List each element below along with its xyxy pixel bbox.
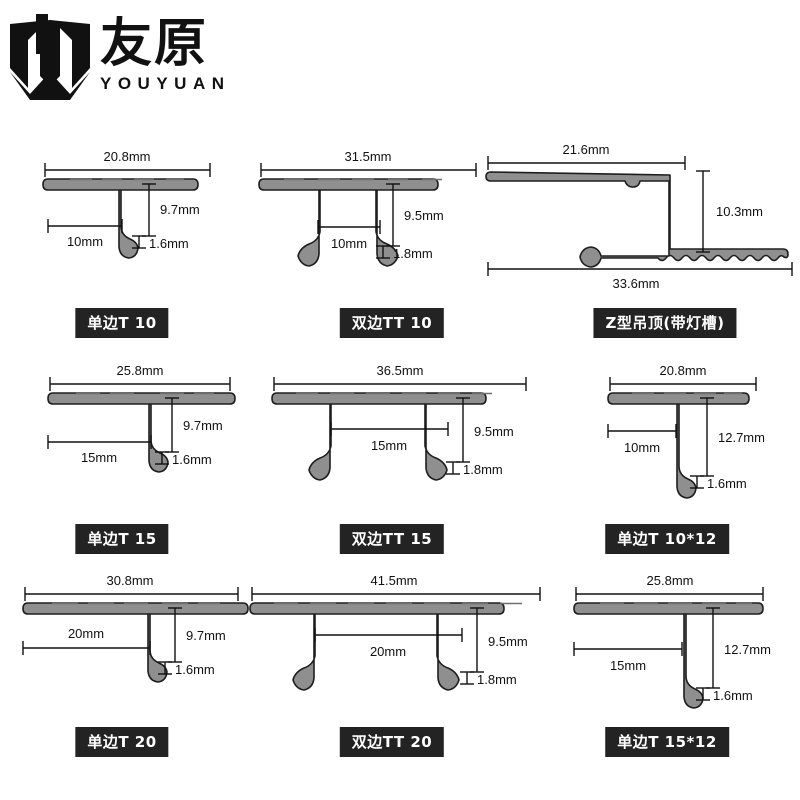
profile-shape [258, 178, 442, 267]
profile-label-z-xing-diao-ding: Z型吊顶(带灯槽) [593, 308, 737, 338]
profile-card-dan-bian-t-15-12: 25.8mm 12.7mm 15mm 1.6m [558, 572, 798, 722]
dimension-height-text: 9.5mm [488, 634, 528, 649]
dimension-bottom-text: 33.6mm [613, 276, 660, 291]
profile-label-dan-bian-t-20: 单边T 20 [75, 727, 169, 757]
dimension-height [470, 607, 484, 673]
dimension-span-text: 10mm [331, 236, 367, 251]
dimension-width [49, 377, 231, 391]
dimension-flange [573, 642, 683, 656]
dimension-width-text: 20.8mm [660, 363, 707, 378]
dimension-thickness [158, 661, 172, 675]
dimension-thickness-text: 1.8mm [477, 672, 517, 687]
dimension-width-text: 25.8mm [117, 363, 164, 378]
dimension-thickness [446, 461, 460, 475]
dimension-thickness [155, 451, 169, 465]
profile-shape [271, 392, 492, 481]
dimension-width-text: 30.8mm [107, 573, 154, 588]
dimension-height [700, 397, 714, 477]
profile-card-shuang-bian-tt-10: 31.5mm 9.5mm 10mm 1.8mm [248, 148, 488, 288]
dimension-flange [607, 424, 677, 438]
dimension-span [317, 220, 381, 234]
dimension-width [251, 587, 541, 601]
dimension-thickness-text: 1.6mm [175, 662, 215, 677]
profile-shape [485, 171, 789, 268]
dimension-height-text: 9.5mm [404, 208, 444, 223]
dimension-height [165, 397, 179, 453]
dimension-height-text: 9.5mm [474, 424, 514, 439]
profile-shape [22, 602, 249, 683]
dimension-width [273, 377, 527, 391]
dimension-height-text: 9.7mm [183, 418, 223, 433]
profile-label-dan-bian-t-10-12: 单边T 10*12 [605, 524, 729, 554]
dimension-width [24, 587, 239, 601]
dimension-flange-text: 10mm [67, 234, 103, 249]
dimension-height-text: 10.3mm [716, 204, 763, 219]
profile-label-shuang-bian-tt-10: 双边TT 10 [339, 308, 445, 338]
brand-name-en: YOUYUAN [100, 74, 231, 93]
dimension-height-text: 12.7mm [718, 430, 765, 445]
dimension-span-text: 20mm [370, 644, 406, 659]
dimension-height [706, 607, 720, 689]
profile-card-dan-bian-t-15: 25.8mm 9.7mm 15mm 1.6mm [10, 362, 240, 502]
dimension-width [609, 377, 757, 391]
dimension-span [314, 628, 463, 642]
dimension-flange-text: 20mm [68, 626, 104, 641]
dimension-height-text: 12.7mm [724, 642, 771, 657]
dimension-thickness-text: 1.6mm [149, 236, 189, 251]
profile-label-shuang-bian-tt-20: 双边TT 20 [339, 727, 445, 757]
dimension-flange [47, 219, 123, 233]
dimension-thickness-text: 1.6mm [172, 452, 212, 467]
dimension-thickness [690, 475, 704, 489]
dimension-top [487, 156, 686, 170]
dimension-thickness-text: 1.8mm [463, 462, 503, 477]
dimension-width-text: 41.5mm [371, 573, 418, 588]
dimension-flange [22, 641, 151, 655]
profile-card-dan-bian-t-10-12: 20.8mm 12.7mm 10mm 1.6m [558, 362, 798, 512]
dimension-width-text: 20.8mm [104, 149, 151, 164]
dimension-height [168, 607, 182, 663]
dimension-flange-text: 15mm [610, 658, 646, 673]
dimension-thickness [376, 245, 390, 259]
profile-card-dan-bian-t-10: 20.8mm 9.7mm 10mm [10, 148, 240, 288]
dimension-thickness [132, 235, 146, 249]
dimension-thickness-text: 1.6mm [707, 476, 747, 491]
dimension-height-text: 9.7mm [160, 202, 200, 217]
profile-card-shuang-bian-tt-15: 36.5mm 9.5mm 15mm 1.8mm [258, 362, 538, 502]
dimension-width-text: 36.5mm [377, 363, 424, 378]
brand-logo: 友原 YOUYUAN [8, 6, 228, 106]
profile-card-z-xing-diao-ding: 21.6mm 10.3mm 33.6mm [480, 140, 800, 291]
dimension-flange-text: 15mm [81, 450, 117, 465]
profile-label-dan-bian-t-10: 单边T 10 [75, 308, 169, 338]
dimension-height [386, 183, 400, 247]
dimension-height [142, 183, 156, 237]
youyuan-logo-mark-icon [8, 10, 92, 107]
dimension-bottom [487, 262, 793, 276]
profile-card-dan-bian-t-20: 30.8mm 9.7mm 20mm 1.6mm [10, 572, 249, 712]
dimension-thickness-text: 1.6mm [713, 688, 753, 703]
profile-label-dan-bian-t-15: 单边T 15 [75, 524, 169, 554]
dimension-thickness-text: 1.8mm [393, 246, 433, 261]
dimension-height-text: 9.7mm [186, 628, 226, 643]
dimension-width [260, 163, 477, 177]
dimension-width-text: 31.5mm [345, 149, 392, 164]
profile-label-dan-bian-t-15-12: 单边T 15*12 [605, 727, 729, 757]
dimension-span-text: 15mm [371, 438, 407, 453]
dimension-thickness [696, 687, 710, 701]
profile-card-shuang-bian-tt-20: 41.5mm 9.5mm 20mm 1.8mm [248, 572, 548, 712]
dimension-thickness [460, 671, 474, 685]
dimension-width [44, 163, 211, 177]
dimension-span [330, 422, 449, 436]
brand-name-cn: 友原 [100, 14, 209, 74]
dimension-height [456, 397, 470, 463]
dimension-top-text: 21.6mm [563, 142, 610, 157]
profile-shape [47, 392, 236, 473]
profile-shape [249, 602, 522, 691]
dimension-height [696, 170, 710, 253]
dimension-width [575, 587, 764, 601]
profile-label-shuang-bian-tt-15: 双边TT 15 [339, 524, 445, 554]
dimension-flange-text: 10mm [624, 440, 660, 455]
dimension-width-text: 25.8mm [647, 573, 694, 588]
dimension-flange [47, 435, 152, 449]
